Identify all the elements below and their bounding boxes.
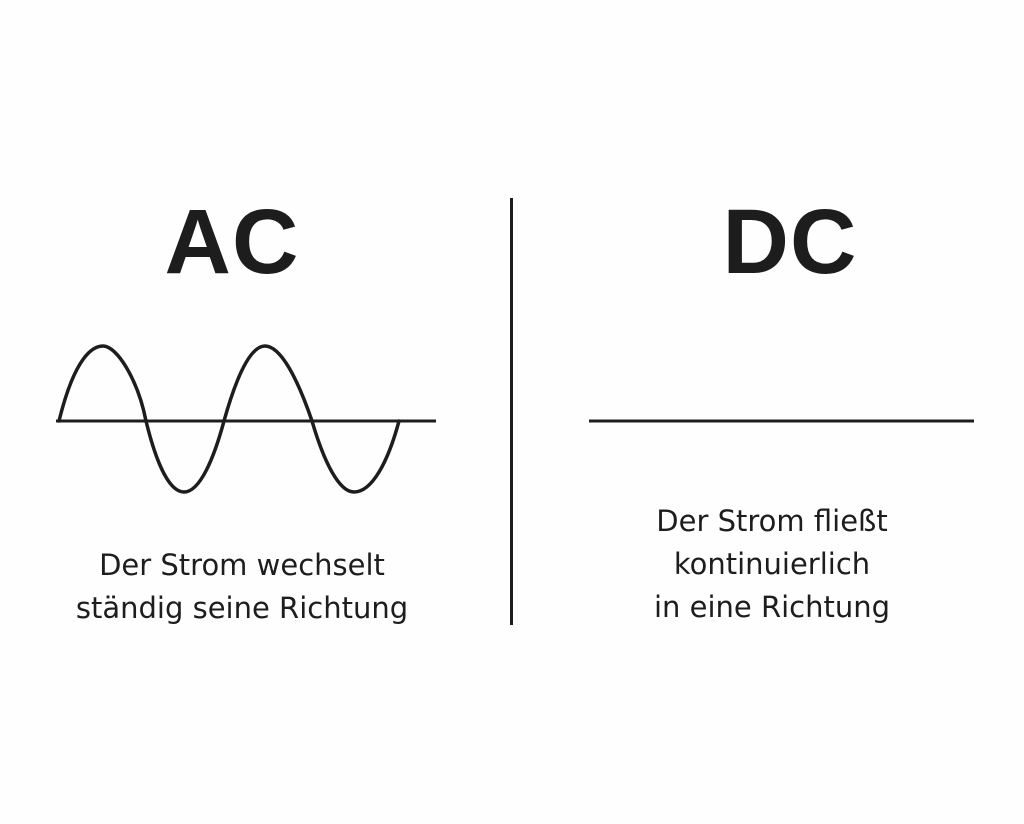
ac-title: AC bbox=[164, 191, 300, 293]
dc-panel: DC Der Strom fließt kontinuierlich in ei… bbox=[512, 0, 1024, 824]
ac-caption-line-1: Der Strom wechselt bbox=[99, 548, 385, 582]
ac-panel: AC Der Strom wechselt ständig seine Rich… bbox=[0, 191, 498, 630]
center-divider bbox=[510, 198, 513, 625]
dc-title: DC bbox=[722, 191, 858, 293]
dc-caption-line-1: Der Strom fließt bbox=[656, 504, 888, 538]
ac-caption: Der Strom wechselt ständig seine Richtun… bbox=[0, 544, 498, 630]
dc-caption-line-2: kontinuierlich bbox=[673, 547, 871, 581]
dc-caption-line-3: in eine Richtung bbox=[653, 590, 891, 624]
ac-caption-line-2: ständig seine Richtung bbox=[75, 591, 409, 625]
dc-caption: Der Strom fließt kontinuierlich in eine … bbox=[516, 500, 1024, 629]
